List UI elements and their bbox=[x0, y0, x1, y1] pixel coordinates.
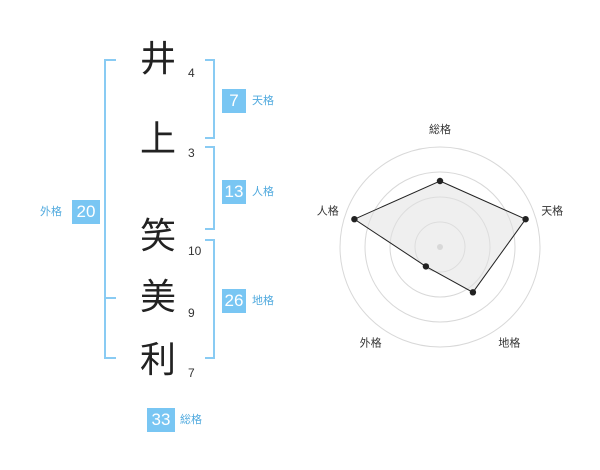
jin-bracket bbox=[205, 146, 215, 230]
radar-point-1 bbox=[436, 177, 444, 185]
ten-bracket bbox=[205, 59, 215, 139]
stroke-count-1: 4 bbox=[188, 66, 195, 80]
radar-ring-4 bbox=[339, 146, 541, 348]
radar-points bbox=[351, 177, 529, 296]
sou-label: 総格 bbox=[180, 413, 202, 426]
radar-value-polygon bbox=[353, 180, 527, 293]
jin-label: 人格 bbox=[252, 185, 274, 198]
name-char-5: 利 bbox=[139, 340, 176, 381]
chi-bracket bbox=[205, 239, 215, 359]
radar-point-5 bbox=[351, 215, 358, 223]
radar-ring-3 bbox=[364, 171, 516, 323]
name-char-1: 井 bbox=[139, 39, 176, 80]
stroke-count-2: 3 bbox=[188, 146, 195, 160]
sou-value-badge: 33 bbox=[147, 408, 175, 432]
radar-axis-label-3: 地格 bbox=[498, 336, 520, 350]
radar-polygon-layer bbox=[353, 180, 527, 293]
jin-value-badge: 13 bbox=[222, 180, 246, 204]
radar-axis-label-5: 人格 bbox=[317, 204, 339, 218]
stroke-count-5: 7 bbox=[188, 366, 195, 380]
gai-bracket bbox=[104, 59, 116, 359]
name-char-4: 美 bbox=[139, 277, 176, 318]
ten-label: 天格 bbox=[252, 94, 274, 107]
gai-value-badge: 20 bbox=[72, 200, 100, 224]
chi-value-badge: 26 bbox=[222, 289, 246, 313]
radar-axis-label-4: 外格 bbox=[360, 336, 382, 350]
radar-point-4 bbox=[422, 263, 430, 270]
gai-bracket-tick bbox=[104, 297, 116, 299]
chi-label: 地格 bbox=[252, 294, 274, 307]
gai-label: 外格 bbox=[40, 205, 62, 218]
name-char-2: 上 bbox=[139, 119, 176, 160]
name-char-3: 笑 bbox=[139, 216, 176, 257]
radar-point-2 bbox=[522, 215, 529, 223]
ten-value-badge: 7 bbox=[222, 89, 246, 113]
stroke-count-3: 10 bbox=[188, 244, 202, 258]
radar-axis-label-2: 天格 bbox=[541, 204, 563, 218]
radar-axis-label-1: 総格 bbox=[429, 122, 451, 136]
stroke-count-4: 9 bbox=[188, 306, 195, 320]
radar-point-3 bbox=[469, 289, 477, 296]
